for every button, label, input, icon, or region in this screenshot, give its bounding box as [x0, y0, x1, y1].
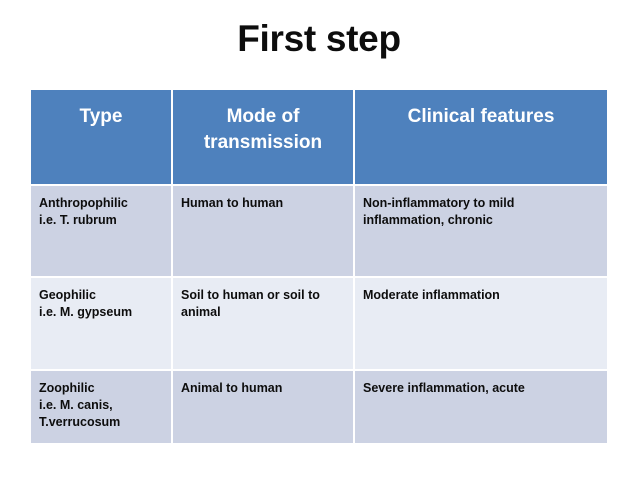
- cell-type: Geophilic i.e. M. gypseum: [31, 276, 173, 370]
- column-header-type: Type: [31, 90, 173, 185]
- cell-features-line2: inflammation, chronic: [363, 213, 493, 227]
- table-row: Geophilic i.e. M. gypseum Soil to human …: [31, 276, 607, 370]
- column-header-mode-of-transmission: Mode of transmission: [172, 90, 355, 185]
- cell-features-line1: Non-inflammatory to mild: [363, 196, 515, 210]
- cell-transmission: Animal to human: [172, 369, 355, 443]
- cell-type-line3: T.verrucosum: [39, 415, 121, 429]
- column-header-mode-line1: Mode of: [226, 106, 300, 127]
- cell-type-line2: i.e. T. rubrum: [39, 213, 117, 227]
- cell-type-line2: i.e. M. gypseum: [39, 305, 133, 319]
- table-header-row: Type Mode of transmission Clinical featu…: [31, 90, 607, 185]
- cell-transmission: Human to human: [172, 184, 355, 277]
- table-header: Type Mode of transmission Clinical featu…: [31, 90, 607, 185]
- table-row: Zoophilic i.e. M. canis, T.verrucosum An…: [31, 369, 607, 443]
- dermatophyte-table-container: Type Mode of transmission Clinical featu…: [31, 90, 607, 443]
- cell-type: Zoophilic i.e. M. canis, T.verrucosum: [31, 369, 173, 443]
- cell-type-line1: Geophilic: [39, 288, 96, 302]
- table-row: Anthropophilic i.e. T. rubrum Human to h…: [31, 184, 607, 277]
- cell-type-line2: i.e. M. canis,: [39, 398, 113, 412]
- column-header-type-label: Type: [79, 106, 123, 127]
- cell-clinical-features: Moderate inflammation: [354, 276, 607, 370]
- dermatophyte-table: Type Mode of transmission Clinical featu…: [31, 90, 607, 443]
- cell-transmission-line2: animal: [181, 305, 221, 319]
- page-title: First step: [237, 18, 401, 59]
- cell-type-line1: Zoophilic: [39, 381, 95, 395]
- column-header-clinical-label: Clinical features: [407, 106, 555, 127]
- cell-type-line1: Anthropophilic: [39, 196, 128, 210]
- column-header-clinical-features: Clinical features: [354, 90, 607, 185]
- table-body: Anthropophilic i.e. T. rubrum Human to h…: [31, 184, 607, 443]
- column-header-mode-line2: transmission: [203, 132, 323, 153]
- cell-features-line1: Severe inflammation, acute: [363, 381, 525, 395]
- cell-transmission-line1: Animal to human: [181, 381, 283, 395]
- cell-clinical-features: Severe inflammation, acute: [354, 369, 607, 443]
- cell-clinical-features: Non-inflammatory to mild inflammation, c…: [354, 184, 607, 277]
- cell-type: Anthropophilic i.e. T. rubrum: [31, 184, 173, 277]
- cell-transmission-line1: Human to human: [181, 196, 284, 210]
- cell-transmission-line1: Soil to human or soil to: [181, 288, 320, 302]
- cell-features-line1: Moderate inflammation: [363, 288, 500, 302]
- cell-transmission: Soil to human or soil to animal: [172, 276, 355, 370]
